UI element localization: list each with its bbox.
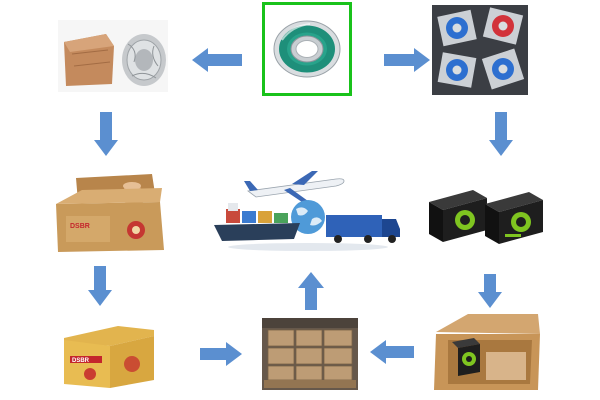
brand-carton-icon: DSBR	[58, 320, 162, 390]
bagged-bearings-tile	[432, 5, 528, 95]
bearing-tile	[262, 2, 352, 96]
kraft-carton-tile: DSBR	[52, 170, 170, 254]
arrow-down-left-upper	[94, 112, 118, 156]
open-carton-icon	[428, 312, 546, 392]
globe-icon	[291, 200, 325, 234]
truck-icon	[326, 215, 400, 243]
airplane-icon	[244, 171, 345, 202]
arrow-left-bottom	[370, 340, 414, 364]
pallet-tile	[262, 318, 358, 390]
pallet-icon	[262, 318, 358, 390]
brand-carton-tile: DSBR	[58, 320, 162, 390]
kraft-carton-icon: DSBR	[52, 170, 170, 254]
bagged-bearings-icon	[432, 5, 528, 95]
transport-tile	[208, 165, 404, 255]
kraft-wrap-tile	[58, 20, 168, 92]
arrow-up-center	[298, 272, 324, 310]
gift-boxes-tile	[425, 180, 545, 254]
kraft-wrap-icon	[58, 20, 168, 92]
ship-icon	[214, 203, 300, 241]
arrow-right-bottom	[200, 342, 242, 366]
arrow-down-left-lower	[88, 266, 112, 306]
open-carton-tile	[428, 312, 546, 392]
arrow-right-top	[384, 48, 430, 72]
bearing-icon	[262, 2, 352, 96]
arrow-down-right-lower	[478, 274, 502, 308]
arrow-left-top	[192, 48, 242, 72]
gift-boxes-icon	[425, 180, 545, 254]
transport-icon	[208, 165, 404, 255]
svg-text:DSBR: DSBR	[70, 223, 90, 230]
arrow-down-right-upper	[489, 112, 513, 156]
svg-text:DSBR: DSBR	[72, 358, 90, 364]
